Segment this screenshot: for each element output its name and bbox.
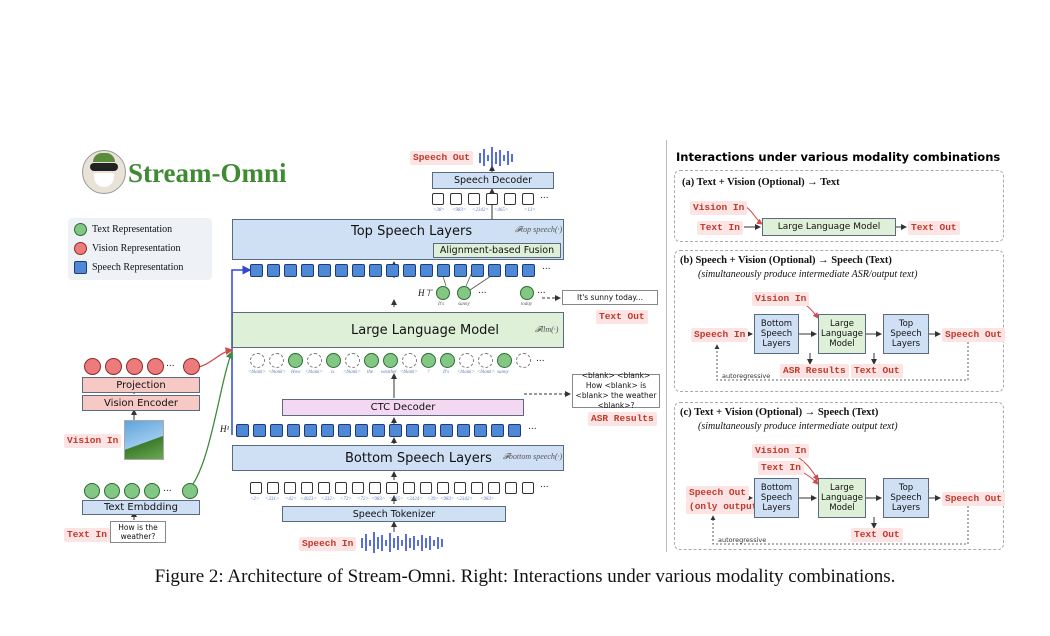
top-word-circle — [436, 286, 450, 300]
logo-mascot-icon — [82, 150, 126, 194]
ctc-decoder-box: CTC Decoder — [282, 399, 524, 416]
llm-box: Large Language Model 𝓕llm(·) — [232, 312, 564, 348]
right-header: Interactions under various modality comb… — [676, 150, 1001, 164]
legend-text-marker — [74, 223, 87, 236]
panel-b-bottom: Bottom Speech Layers — [754, 314, 799, 354]
panel-b-speech-in: Speech In — [691, 328, 749, 342]
speech-decoder-box: Speech Decoder — [432, 172, 554, 189]
f-bottom-label: 𝓕bottom speech(·) — [503, 452, 563, 461]
figure-caption: Figure 2: Architecture of Stream-Omni. R… — [154, 566, 896, 587]
asr-text-box: <blank> <blank> How <blank> is <blank> t… — [572, 371, 660, 410]
h-bottom-label: H¹ — [220, 424, 230, 434]
panel-b-text-out: Text Out — [851, 364, 903, 378]
legend-text: Text Representation — [92, 224, 173, 235]
top-speech-layers-label: Top Speech Layers — [351, 224, 473, 239]
panel-c — [674, 402, 1004, 550]
panel-c-speech-out-in: Speech Out — [686, 486, 750, 500]
f-llm-label: 𝓕llm(·) — [535, 325, 559, 334]
panel-c-speech-out: Speech Out — [942, 492, 1006, 506]
text-embedding-box: Text Embdding — [82, 500, 200, 515]
legend-vision-marker — [74, 242, 87, 255]
panel-c-only-output: (only output) — [686, 500, 767, 514]
legend: Text Representation Vision Representatio… — [68, 218, 212, 280]
panel-c-top: Top Speech Layers — [883, 478, 929, 518]
panel-c-autoregressive: autoregressive — [718, 536, 767, 544]
speech-out-waveform-icon — [479, 147, 513, 168]
panel-a-text-out: Text Out — [908, 221, 960, 235]
panel-b-title: (b) Speech + Vision (Optional) → Speech … — [680, 255, 892, 266]
h-top-label: H⊤ — [418, 288, 433, 298]
panel-c-subtitle: (simultaneously produce intermediate out… — [698, 421, 898, 432]
panel-c-title: (c) Text + Vision (Optional) → Speech (T… — [680, 407, 879, 418]
vision-encoder-box: Vision Encoder — [82, 395, 200, 411]
legend-speech-marker — [74, 261, 87, 274]
llm-label: Large Language Model — [351, 323, 500, 338]
panel-b-vision-in: Vision In — [752, 292, 810, 306]
legend-speech: Speech Representation — [92, 262, 184, 273]
panel-a-vision-in: Vision In — [690, 201, 748, 215]
legend-vision: Vision Representation — [92, 243, 181, 254]
text-in-content-box: How is the weather? — [110, 521, 166, 543]
f-top-label: 𝓕top speech(·) — [515, 225, 563, 234]
speech-out-tag: Speech Out — [410, 151, 474, 165]
panel-b-asr: ASR Results — [780, 364, 849, 378]
text-in-tag: Text In — [64, 528, 110, 542]
speech-in-tag: Speech In — [299, 537, 357, 551]
speech-in-waveform-icon — [361, 532, 443, 553]
top-word-circle — [520, 286, 534, 300]
alignment-fusion-box: Alignment-based Fusion — [433, 243, 561, 258]
panel-b-llm: Large Language Model — [818, 314, 866, 354]
top-word-circle — [457, 286, 471, 300]
panel-c-llm: Large Language Model — [818, 478, 866, 518]
panel-c-bottom: Bottom Speech Layers — [754, 478, 799, 518]
panel-c-vision-in: Vision In — [752, 444, 810, 458]
connector-lines — [131, 147, 571, 553]
panel-b-subtitle: (simultaneously produce intermediate ASR… — [698, 269, 918, 280]
panel-a-text-in: Text In — [697, 221, 743, 235]
text-out-tag: Text Out — [596, 310, 648, 324]
sunny-today-box: It's sunny today... — [562, 290, 658, 305]
asr-results-tag: ASR Results — [588, 412, 657, 426]
panel-a — [674, 170, 1004, 242]
bottom-speech-layers-box: Bottom Speech Layers 𝓕bottom speech(·) — [232, 445, 564, 471]
panel-b-autoregressive: autoregressive — [722, 372, 771, 380]
top-speech-layers-box: Top Speech Layers 𝓕top speech(·) Alignme… — [232, 219, 564, 260]
panel-a-llm: Large Language Model — [762, 218, 896, 236]
speech-tokenizer-box: Speech Tokenizer — [282, 506, 506, 522]
panel-b — [674, 250, 1004, 392]
panel-c-text-out: Text Out — [851, 528, 903, 542]
projection-box: Projection — [82, 377, 200, 393]
vision-in-tag: Vision In — [64, 434, 122, 448]
panel-divider — [666, 140, 667, 552]
panel-a-title: (a) Text + Vision (Optional) → Text — [682, 177, 840, 188]
panel-c-text-in: Text In — [758, 461, 804, 475]
panel-b-speech-out: Speech Out — [942, 328, 1006, 342]
panel-b-top: Top Speech Layers — [883, 314, 929, 354]
sky-image — [124, 420, 164, 460]
logo-title: Stream-Omni — [128, 158, 287, 188]
bottom-speech-layers-label: Bottom Speech Layers — [345, 451, 492, 466]
